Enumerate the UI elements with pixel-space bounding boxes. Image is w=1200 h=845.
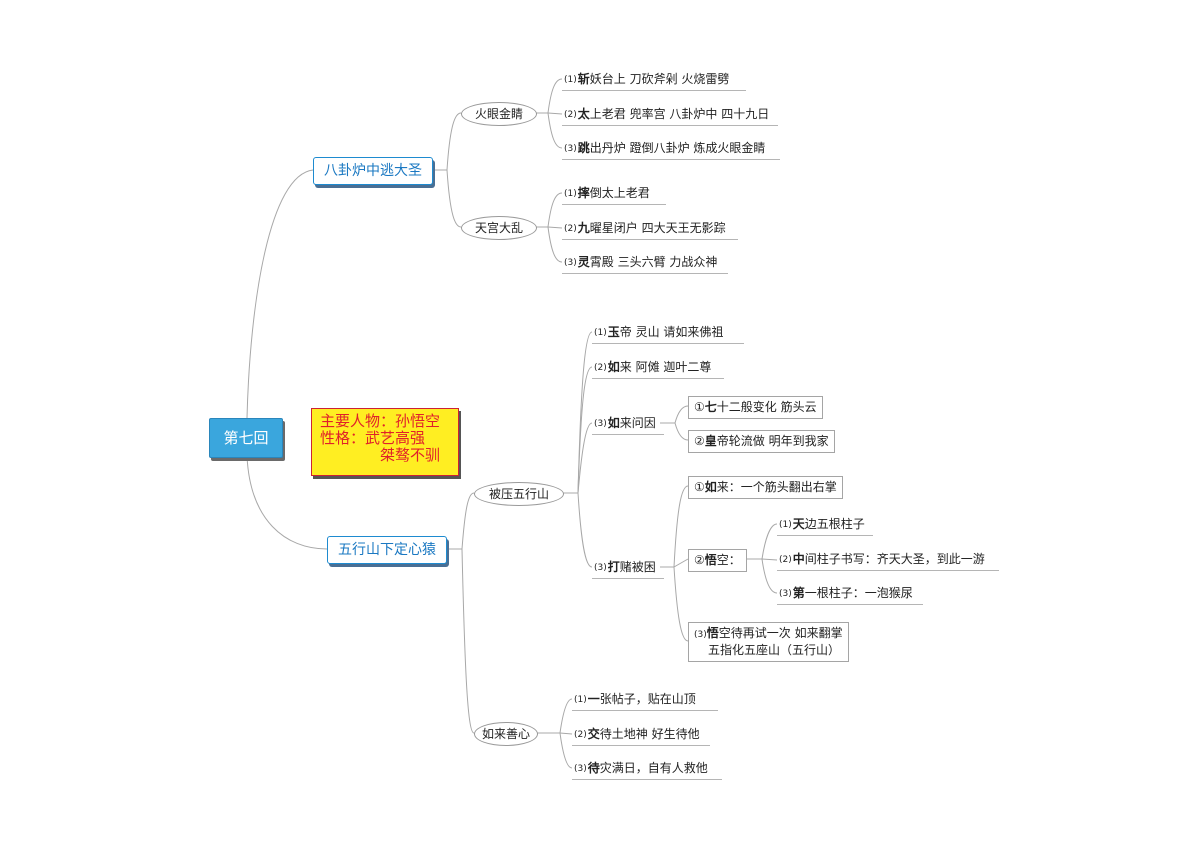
- bet-box-wukong: ②悟空：: [688, 549, 747, 572]
- branch-bagualu[interactable]: 八卦炉中逃大圣: [313, 157, 433, 185]
- list-item: (1)一张帖子，贴在山顶: [572, 692, 718, 711]
- list-item: (3)跳出丹炉 蹬倒八卦炉 炼成火眼金睛: [562, 141, 780, 160]
- list-item: (2)交待土地神 好生待他: [572, 727, 710, 746]
- summary-line-personality: 性格：武艺高强: [320, 429, 426, 447]
- summary-line-characters: 主要人物：孙悟空: [320, 412, 441, 430]
- bet-box: (3)悟空待再试一次 如来翻掌 五指化五座山（五行山）: [688, 622, 849, 662]
- list-item: (3)如来问因: [592, 416, 664, 435]
- subtopic-beiyawuxingshan[interactable]: 被压五行山: [474, 482, 564, 506]
- list-item: (2)太上老君 兜率宫 八卦炉中 四十九日: [562, 107, 778, 126]
- list-item: (2)中间柱子书写：齐天大圣，到此一游: [777, 552, 999, 571]
- summary-line-personality-2: 桀骜不驯: [380, 446, 441, 464]
- list-item: (3)灵霄殿 三头六臂 力战众神: [562, 255, 728, 274]
- subtopic-huoyanjinjing[interactable]: 火眼金睛: [461, 102, 537, 126]
- list-item: (1)天边五根柱子: [777, 517, 873, 536]
- list-item: (1)斩妖台上 刀砍斧剁 火烧雷劈: [562, 72, 746, 91]
- subtopic-rulaishanxin[interactable]: 如来善心: [474, 722, 538, 746]
- list-item: (1)摔倒太上老君: [562, 186, 666, 205]
- bet-box: ①如来：一个筋头翻出右掌: [688, 476, 843, 499]
- root-node[interactable]: 第七回: [209, 418, 283, 458]
- subtopic-tiangongdaluan[interactable]: 天宫大乱: [461, 216, 537, 240]
- list-item: (3)待灾满日，自有人救他: [572, 761, 722, 780]
- list-item: (3)打赌被困: [592, 560, 664, 579]
- answer-box: ①七十二般变化 筋头云: [688, 396, 823, 419]
- list-item: (1)玉帝 灵山 请如来佛祖: [592, 325, 744, 344]
- list-item: (3)第一根柱子：一泡猴尿: [777, 586, 923, 605]
- summary-note: 主要人物：孙悟空 性格：武艺高强 桀骜不驯: [311, 408, 459, 476]
- answer-box: ②皇帝轮流做 明年到我家: [688, 430, 835, 453]
- list-item: (2)如来 阿傩 迦叶二尊: [592, 360, 724, 379]
- list-item: (2)九曜星闭户 四大天王无影踪: [562, 221, 738, 240]
- branch-wuxingshan[interactable]: 五行山下定心猿: [327, 536, 447, 564]
